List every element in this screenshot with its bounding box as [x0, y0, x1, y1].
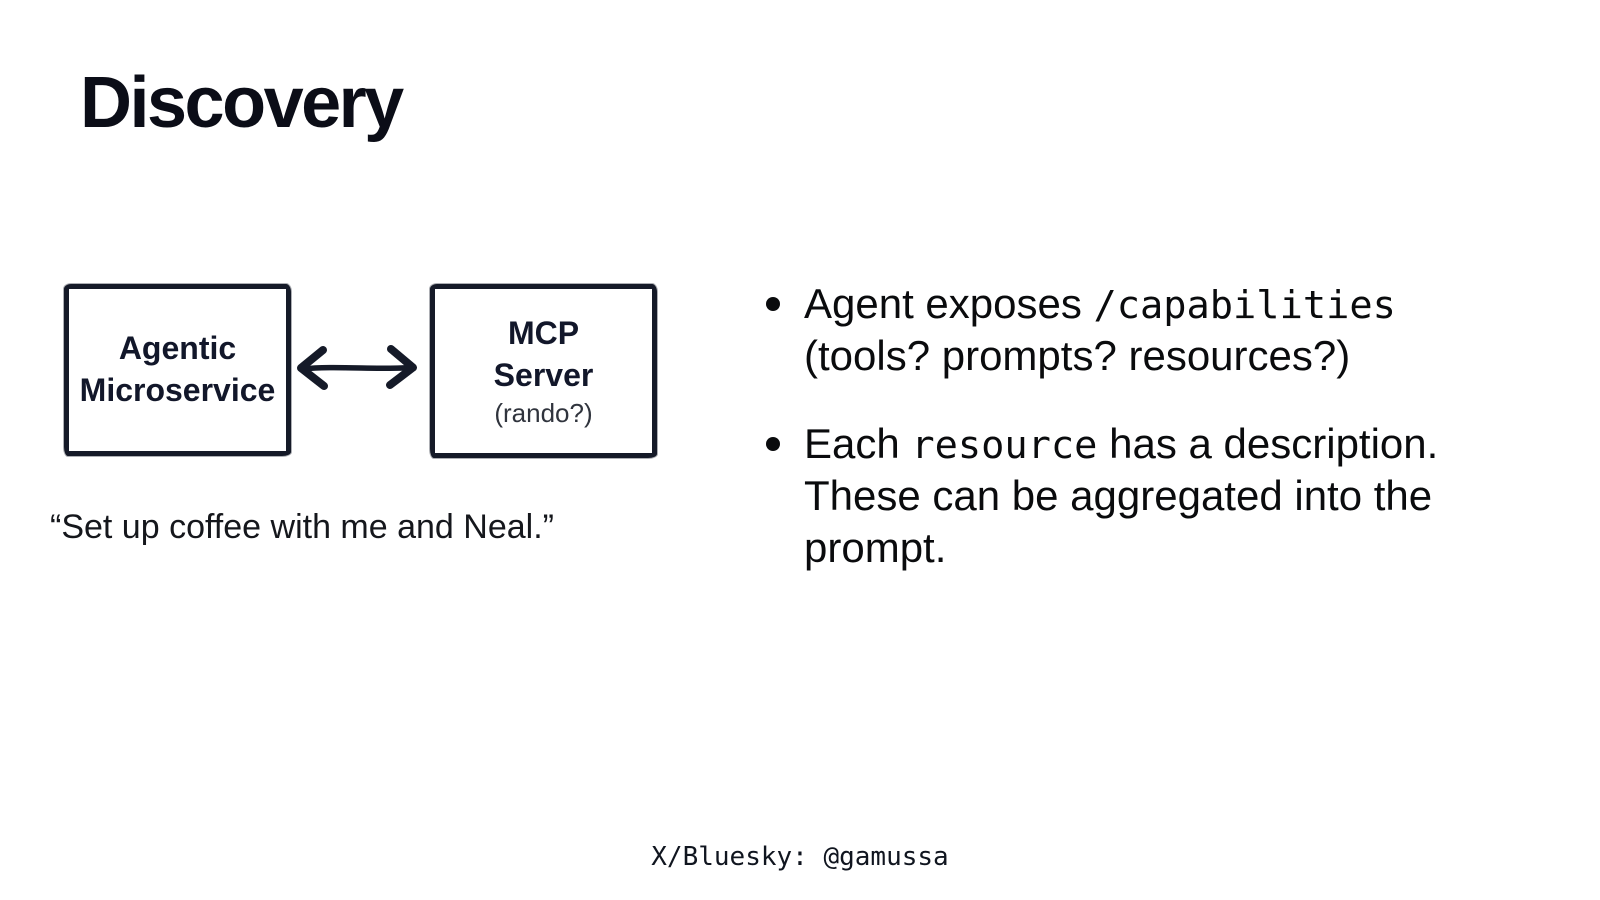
- agentic-microservice-label: Agentic Microservice: [80, 328, 276, 411]
- page-title: Discovery: [80, 63, 404, 143]
- bullet-item: Agent exposes /capabilities(tools? promp…: [760, 278, 1452, 382]
- agentic-microservice-box: Agentic Microservice: [64, 284, 291, 456]
- bullet-text: Agent exposes: [804, 280, 1094, 327]
- bullet-text: has a description. These can be aggregat…: [804, 420, 1439, 572]
- diagram-caption-quote: “Set up coffee with me and Neal.”: [50, 508, 554, 546]
- bullet-item: Each resource has a description. These c…: [760, 418, 1452, 574]
- mcp-label-line1: MCP: [507, 314, 580, 351]
- mcp-label-line2: Server: [493, 356, 594, 393]
- mcp-server-subtitle: (rando?): [494, 398, 593, 429]
- bullet-text: (tools? prompts? resources?): [804, 332, 1351, 380]
- agentic-label-line2: Microservice: [79, 372, 276, 408]
- bullet-list: Agent exposes /capabilities(tools? promp…: [760, 278, 1452, 574]
- bullet-code-text: resource: [911, 423, 1098, 469]
- bullet-dot-icon: [766, 437, 780, 452]
- footer-social-handle: X/Bluesky: @gamussa: [651, 842, 949, 872]
- agentic-label-line1: Agentic: [118, 330, 237, 367]
- mcp-server-box: MCP Server (rando?): [430, 284, 657, 458]
- mcp-server-label: MCP Server: [494, 313, 594, 396]
- bullet-text: Each: [804, 420, 912, 468]
- double-arrow-icon: [292, 337, 422, 399]
- bullet-dot-icon: [766, 297, 780, 311]
- bullet-code-text: /capabilities: [1093, 283, 1396, 328]
